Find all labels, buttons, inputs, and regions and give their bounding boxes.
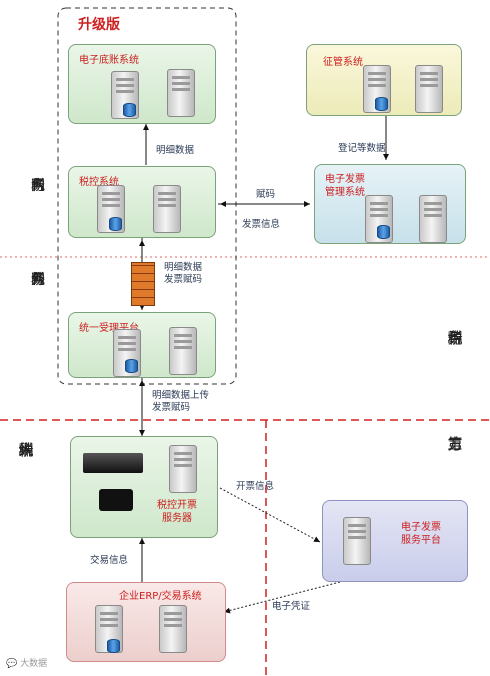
label-e-voucher: 电子凭证 [272, 601, 311, 612]
upgrade-region [57, 7, 237, 385]
tax-control-server-box: 税控开票服务器 [70, 436, 218, 538]
third-party-platform-box: 电子发票服务平台 [322, 500, 468, 582]
server-icon [169, 327, 197, 375]
watermark: 💬 大数据 [6, 659, 48, 669]
label-invoice-info: 发票信息 [242, 219, 281, 230]
server-icon [169, 445, 197, 493]
database-icon [109, 217, 122, 231]
label-registration: 登记等数据 [338, 143, 386, 154]
einvoice-management-box: 电子发票管理系统 [314, 164, 466, 244]
chat-icon: 💬 [6, 659, 18, 669]
database-icon [125, 359, 138, 373]
ledger-system-box: 电子底账系统 [68, 44, 216, 124]
collection-system-box: 征管系统 [306, 44, 462, 116]
server-icon [419, 195, 447, 243]
database-icon [107, 639, 120, 653]
acceptance-title: 统一受理平台 [79, 323, 139, 334]
tax-disk-icon [99, 489, 133, 511]
label-issue-info: 开票信息 [236, 481, 275, 492]
label-detail-data: 明细数据 [156, 145, 195, 156]
database-icon [123, 103, 136, 117]
server-icon [153, 185, 181, 233]
erp-system-box: 企业ERP/交易系统 [66, 582, 226, 662]
server-icon [343, 517, 371, 565]
label-firewall-flow: 明细数据发票赋码 [164, 262, 203, 285]
collection-title: 征管系统 [323, 57, 363, 68]
label-assign-code: 赋码 [256, 189, 276, 200]
upgrade-title: 升级版 [78, 17, 120, 33]
third-party-title: 电子发票服务平台 [401, 522, 441, 546]
einvoice-management-title: 电子发票管理系统 [325, 174, 365, 198]
firewall-icon [131, 262, 155, 306]
arrow-issue-info [219, 487, 321, 543]
ledger-system-title: 电子底账系统 [79, 55, 139, 66]
server-icon [167, 69, 195, 117]
label-trade-info: 交易信息 [90, 555, 129, 566]
tax-server-title: 税控开票服务器 [157, 500, 197, 524]
database-icon [377, 225, 390, 239]
server-icon [159, 605, 187, 653]
rack-device-icon [83, 453, 143, 473]
label-upload-flow: 明细数据上传发票赋码 [152, 390, 210, 413]
tax-control-system-box: 税控系统 [68, 166, 216, 238]
server-icon [415, 65, 443, 113]
tax-control-title: 税控系统 [79, 177, 119, 188]
database-icon [375, 97, 388, 111]
acceptance-platform-box: 统一受理平台 [68, 312, 216, 378]
erp-title: 企业ERP/交易系统 [119, 591, 202, 602]
